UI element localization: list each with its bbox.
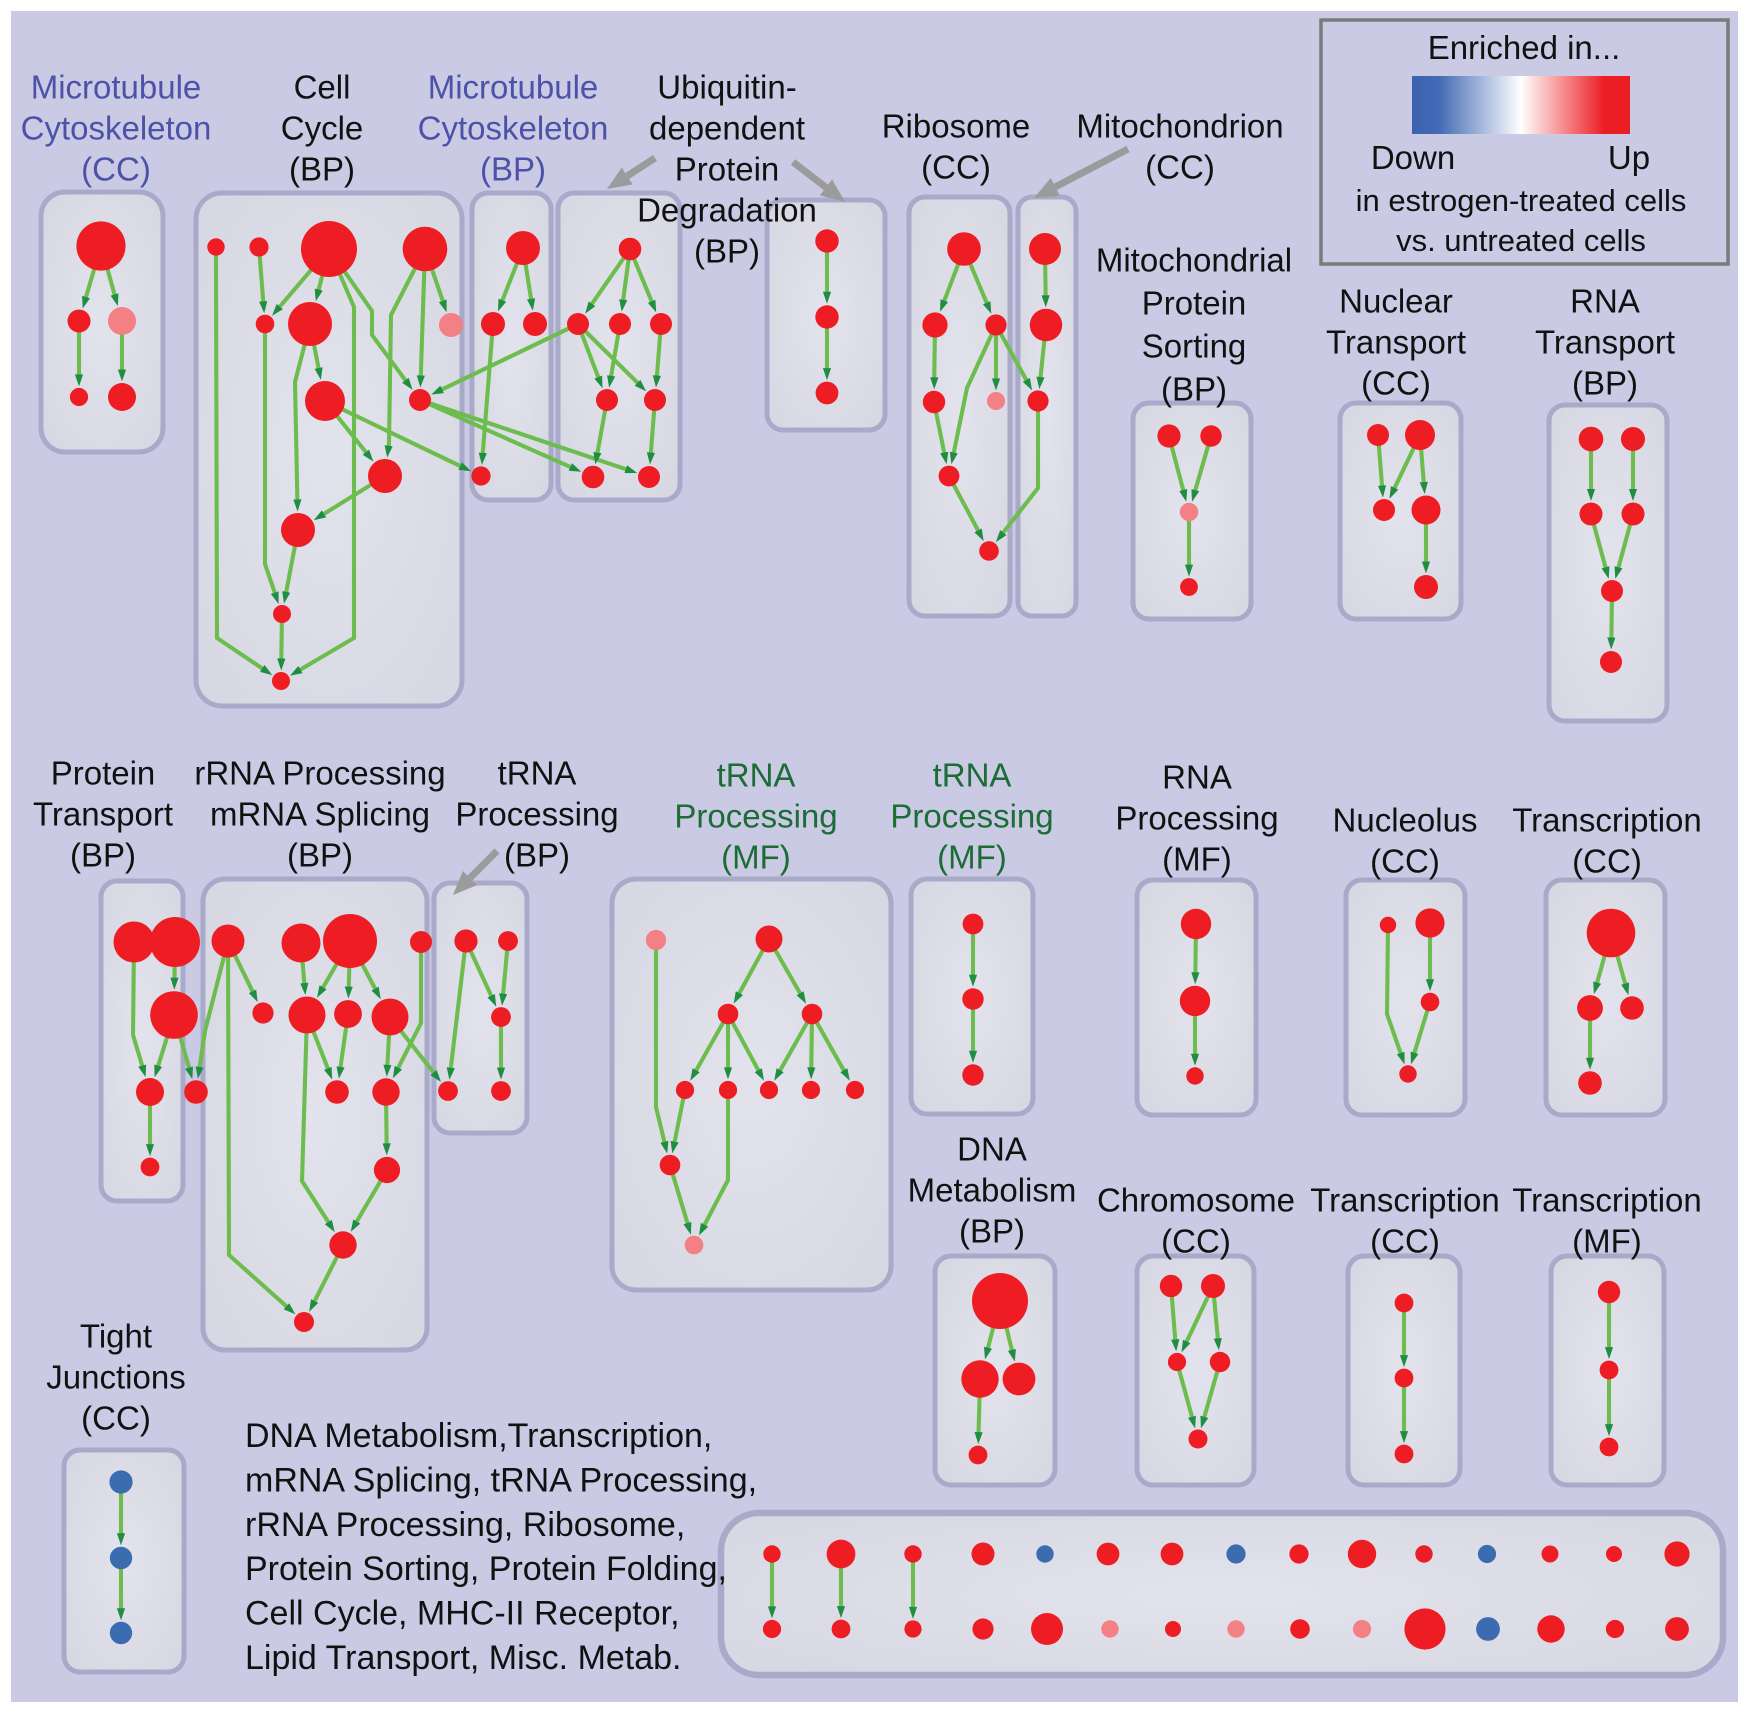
svg-text:Cell: Cell: [294, 69, 351, 106]
svg-text:(CC): (CC): [1370, 1223, 1440, 1260]
svg-text:Ubiquitin-: Ubiquitin-: [657, 69, 796, 106]
svg-text:Mitochondrion: Mitochondrion: [1076, 108, 1283, 145]
svg-text:(BP): (BP): [289, 151, 355, 188]
svg-text:Lipid Transport, Misc. Metab.: Lipid Transport, Misc. Metab.: [245, 1639, 682, 1677]
svg-text:Transcription: Transcription: [1310, 1182, 1500, 1219]
svg-text:(CC): (CC): [1161, 1223, 1231, 1260]
svg-text:Protein: Protein: [675, 151, 780, 188]
svg-text:(CC): (CC): [921, 149, 991, 186]
svg-text:(BP): (BP): [1572, 365, 1638, 402]
svg-text:Protein: Protein: [51, 755, 156, 792]
svg-text:mRNA Splicing, tRNA Processing: mRNA Splicing, tRNA Processing,: [245, 1461, 757, 1499]
svg-text:Protein Sorting, Protein Foldi: Protein Sorting, Protein Folding,: [245, 1550, 727, 1588]
svg-text:Nuclear: Nuclear: [1339, 283, 1453, 320]
svg-text:tRNA: tRNA: [933, 757, 1012, 794]
svg-text:Transcription: Transcription: [1512, 1182, 1702, 1219]
svg-text:DNA: DNA: [957, 1131, 1027, 1168]
svg-text:(CC): (CC): [1145, 149, 1215, 186]
svg-text:Tight: Tight: [80, 1318, 152, 1355]
svg-text:Microtubule: Microtubule: [31, 69, 202, 106]
svg-text:Chromosome: Chromosome: [1097, 1182, 1295, 1219]
svg-text:(BP): (BP): [287, 837, 353, 874]
svg-text:DNA Metabolism,Transcription,: DNA Metabolism,Transcription,: [245, 1417, 712, 1455]
svg-text:Transport: Transport: [33, 796, 173, 833]
svg-text:Cycle: Cycle: [281, 110, 364, 147]
svg-text:(BP): (BP): [959, 1213, 1025, 1250]
svg-text:Cytoskeleton: Cytoskeleton: [418, 110, 609, 147]
svg-text:(MF): (MF): [937, 839, 1007, 876]
svg-text:(CC): (CC): [81, 151, 151, 188]
svg-text:Microtubule: Microtubule: [428, 69, 599, 106]
svg-text:Processing: Processing: [674, 798, 837, 835]
svg-text:Cytoskeleton: Cytoskeleton: [21, 110, 212, 147]
svg-text:Ribosome: Ribosome: [882, 108, 1031, 145]
svg-text:dependent: dependent: [649, 110, 805, 147]
svg-text:Processing: Processing: [1115, 800, 1278, 837]
svg-text:rRNA Processing, Ribosome,: rRNA Processing, Ribosome,: [245, 1506, 685, 1544]
svg-text:Sorting: Sorting: [1142, 328, 1247, 365]
svg-text:(BP): (BP): [70, 837, 136, 874]
svg-text:tRNA: tRNA: [498, 755, 577, 792]
svg-text:RNA: RNA: [1570, 283, 1640, 320]
svg-text:RNA: RNA: [1162, 759, 1232, 796]
svg-text:Cell Cycle, MHC-II Receptor,: Cell Cycle, MHC-II Receptor,: [245, 1595, 680, 1633]
svg-text:Transport: Transport: [1535, 324, 1675, 361]
svg-text:Processing: Processing: [455, 796, 618, 833]
svg-text:Degradation: Degradation: [637, 192, 817, 229]
svg-text:(BP): (BP): [504, 837, 570, 874]
svg-text:(MF): (MF): [1572, 1223, 1642, 1260]
svg-text:Transport: Transport: [1326, 324, 1466, 361]
svg-text:(MF): (MF): [721, 839, 791, 876]
svg-text:(BP): (BP): [1161, 371, 1227, 408]
svg-text:Nucleolus: Nucleolus: [1333, 802, 1478, 839]
svg-text:Processing: Processing: [890, 798, 1053, 835]
svg-text:vs. untreated cells: vs. untreated cells: [1396, 223, 1646, 258]
svg-text:tRNA: tRNA: [717, 757, 796, 794]
svg-text:(CC): (CC): [81, 1400, 151, 1437]
svg-text:(BP): (BP): [480, 151, 546, 188]
svg-text:(BP): (BP): [694, 233, 760, 270]
svg-text:Metabolism: Metabolism: [908, 1172, 1077, 1209]
svg-text:in estrogen-treated cells: in estrogen-treated cells: [1356, 183, 1687, 218]
svg-text:(CC): (CC): [1572, 843, 1642, 880]
svg-text:Junctions: Junctions: [46, 1359, 185, 1396]
svg-text:(CC): (CC): [1370, 843, 1440, 880]
svg-text:Enriched in...: Enriched in...: [1428, 29, 1621, 66]
svg-text:rRNA Processing: rRNA Processing: [194, 755, 445, 792]
svg-text:mRNA Splicing: mRNA Splicing: [210, 796, 430, 833]
svg-text:(MF): (MF): [1162, 841, 1232, 878]
svg-text:Down: Down: [1371, 139, 1455, 176]
svg-text:Protein: Protein: [1142, 285, 1247, 322]
svg-text:Up: Up: [1608, 139, 1650, 176]
svg-text:Mitochondrial: Mitochondrial: [1096, 242, 1292, 279]
svg-text:Transcription: Transcription: [1512, 802, 1702, 839]
svg-text:(CC): (CC): [1361, 365, 1431, 402]
